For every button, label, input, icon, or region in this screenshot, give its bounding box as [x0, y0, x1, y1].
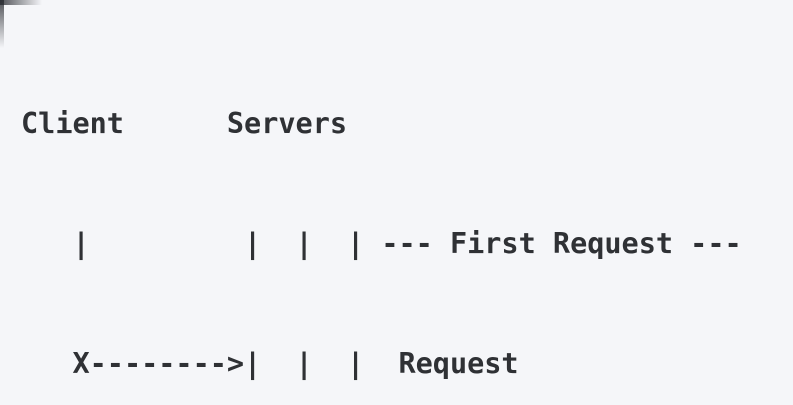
compression-artifact-top — [0, 0, 42, 5]
compression-artifact-left — [0, 0, 4, 48]
request-message-line: X-------->| | | Request — [21, 347, 519, 380]
actors-header-line: Client Servers — [21, 107, 348, 140]
first-request-phase-line: | | | | --- First Request --- — [21, 227, 742, 260]
paxos-sequence-diagram: Client Servers | | | | --- First Request… — [21, 24, 742, 405]
